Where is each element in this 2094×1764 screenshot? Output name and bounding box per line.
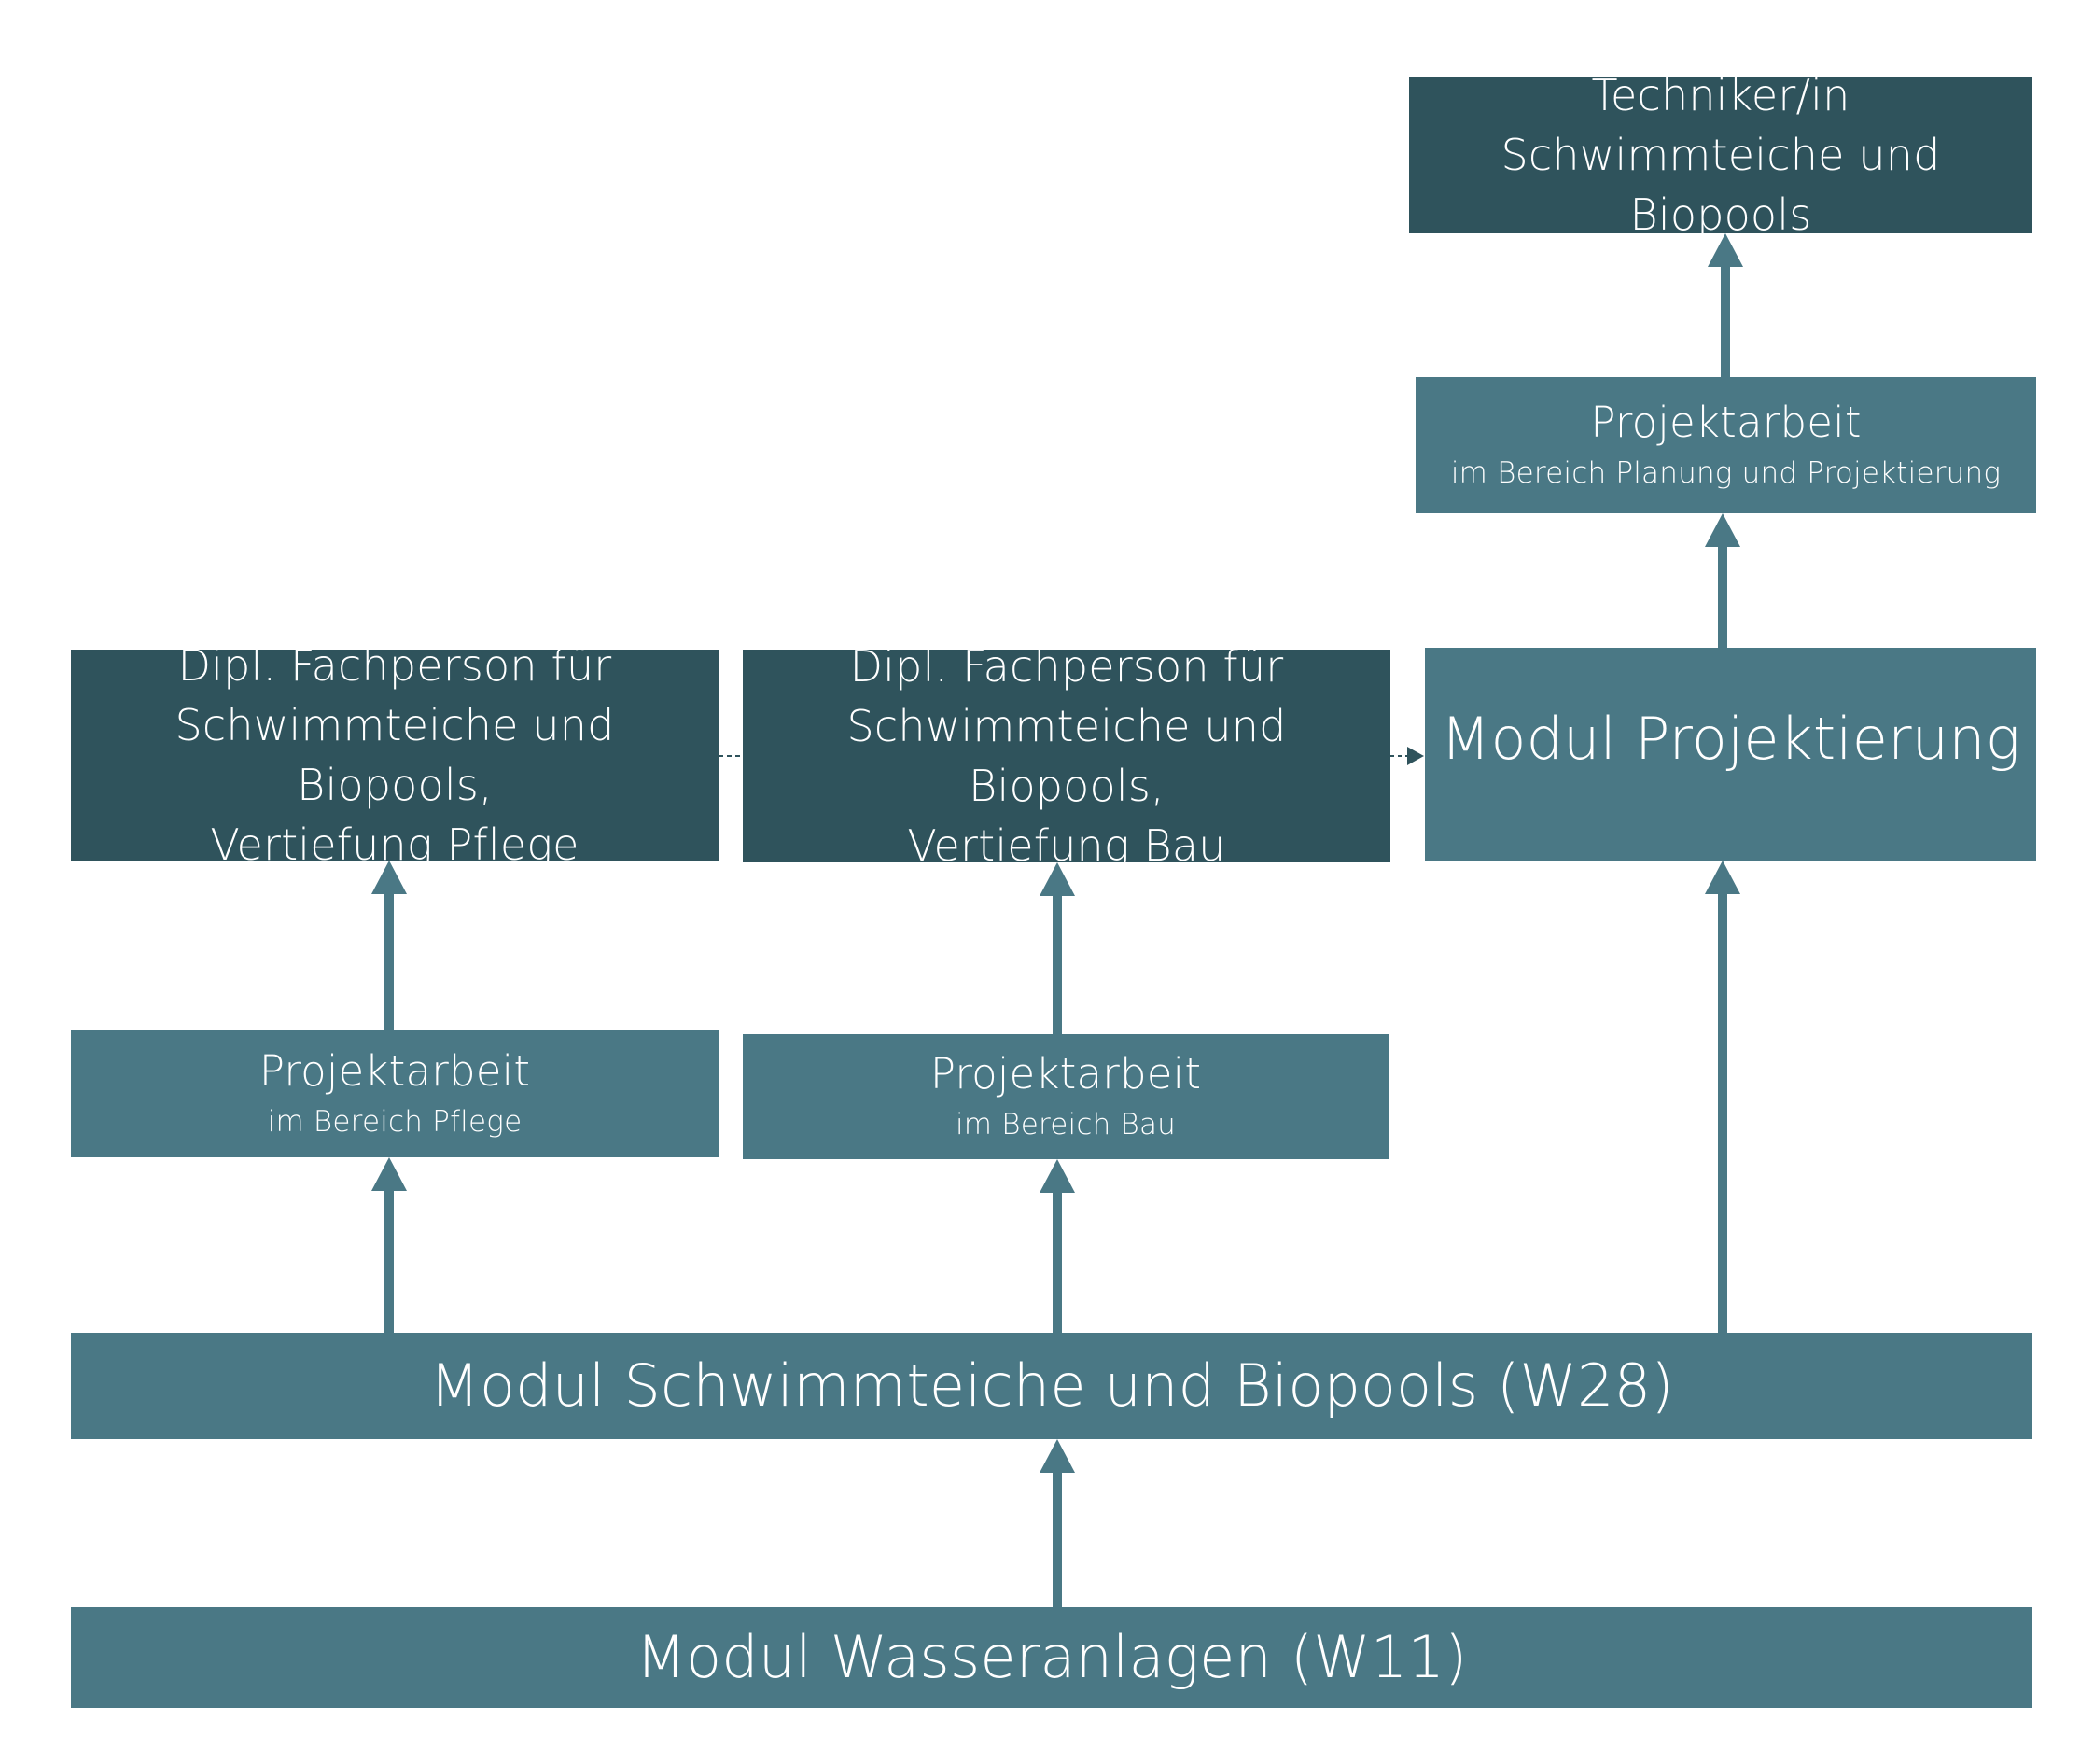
fachperson-pflege-line-1: Dipl. Fachperson für bbox=[177, 640, 612, 691]
dashed-connector-bau-to-modul-projektierung bbox=[1390, 747, 1424, 765]
fachperson-bau-line-3: Vertiefung Bau bbox=[907, 820, 1226, 871]
fachperson-pflege-line-2: Schwimmteiche und Biopools, bbox=[174, 700, 615, 810]
projektarbeit-pflege-title: Projektarbeit bbox=[258, 1046, 531, 1096]
projektarbeit-planung-title: Projektarbeit bbox=[1590, 398, 1862, 447]
techniker-box: Techniker/in Schwimmteiche und Biopools bbox=[1409, 70, 2032, 240]
projektarbeit-planung-subtitle: im Bereich Planung und Projektierung bbox=[1450, 456, 2002, 490]
arrow-modul-projektierung-to-projektarbeit-planung bbox=[1705, 513, 1740, 648]
techniker-line-1: Techniker/in bbox=[1591, 70, 1850, 120]
arrow-w28-to-modul-projektierung bbox=[1705, 861, 1740, 1333]
projektarbeit-bau-box: Projektarbeit im Bereich Bau bbox=[743, 1034, 1389, 1159]
arrow-projektarbeit-bau-to-fachperson-bau bbox=[1040, 862, 1075, 1034]
modul-w11-box: Modul Wasseranlagen (W11) bbox=[71, 1607, 2032, 1708]
techniker-line-2: Schwimmteiche und Biopools bbox=[1501, 130, 1941, 240]
modul-projektierung-box: Modul Projektierung bbox=[1425, 648, 2036, 861]
projektarbeit-pflege-subtitle: im Bereich Pflege bbox=[267, 1105, 523, 1139]
fachperson-pflege-box: Dipl. Fachperson für Schwimmteiche und B… bbox=[71, 640, 719, 870]
modul-w28-box: Modul Schwimmteiche und Biopools (W28) bbox=[71, 1333, 2032, 1439]
arrow-projektarbeit-planung-to-techniker bbox=[1708, 233, 1743, 377]
projektarbeit-bau-title: Projektarbeit bbox=[929, 1049, 1202, 1099]
fachperson-bau-line-1: Dipl. Fachperson für bbox=[849, 641, 1284, 692]
projektarbeit-bau-subtitle: im Bereich Bau bbox=[955, 1108, 1177, 1141]
arrow-w28-to-projektarbeit-pflege bbox=[371, 1157, 407, 1333]
modul-w28-title: Modul Schwimmteiche und Biopools (W28) bbox=[429, 1351, 1674, 1420]
arrow-w11-to-w28 bbox=[1040, 1439, 1075, 1607]
fachperson-bau-box: Dipl. Fachperson für Schwimmteiche und B… bbox=[743, 641, 1390, 871]
modul-w11-title: Modul Wasseranlagen (W11) bbox=[635, 1623, 1468, 1691]
modul-projektierung-title: Modul Projektierung bbox=[1440, 705, 2021, 773]
arrow-w28-to-projektarbeit-bau bbox=[1040, 1159, 1075, 1333]
fachperson-pflege-line-3: Vertiefung Pflege bbox=[210, 819, 579, 870]
projektarbeit-planung-box: Projektarbeit im Bereich Planung und Pro… bbox=[1416, 377, 2036, 513]
fachperson-bau-line-2: Schwimmteiche und Biopools, bbox=[846, 701, 1287, 811]
projektarbeit-pflege-box: Projektarbeit im Bereich Pflege bbox=[71, 1030, 719, 1157]
arrow-projektarbeit-pflege-to-fachperson-pflege bbox=[371, 861, 407, 1030]
